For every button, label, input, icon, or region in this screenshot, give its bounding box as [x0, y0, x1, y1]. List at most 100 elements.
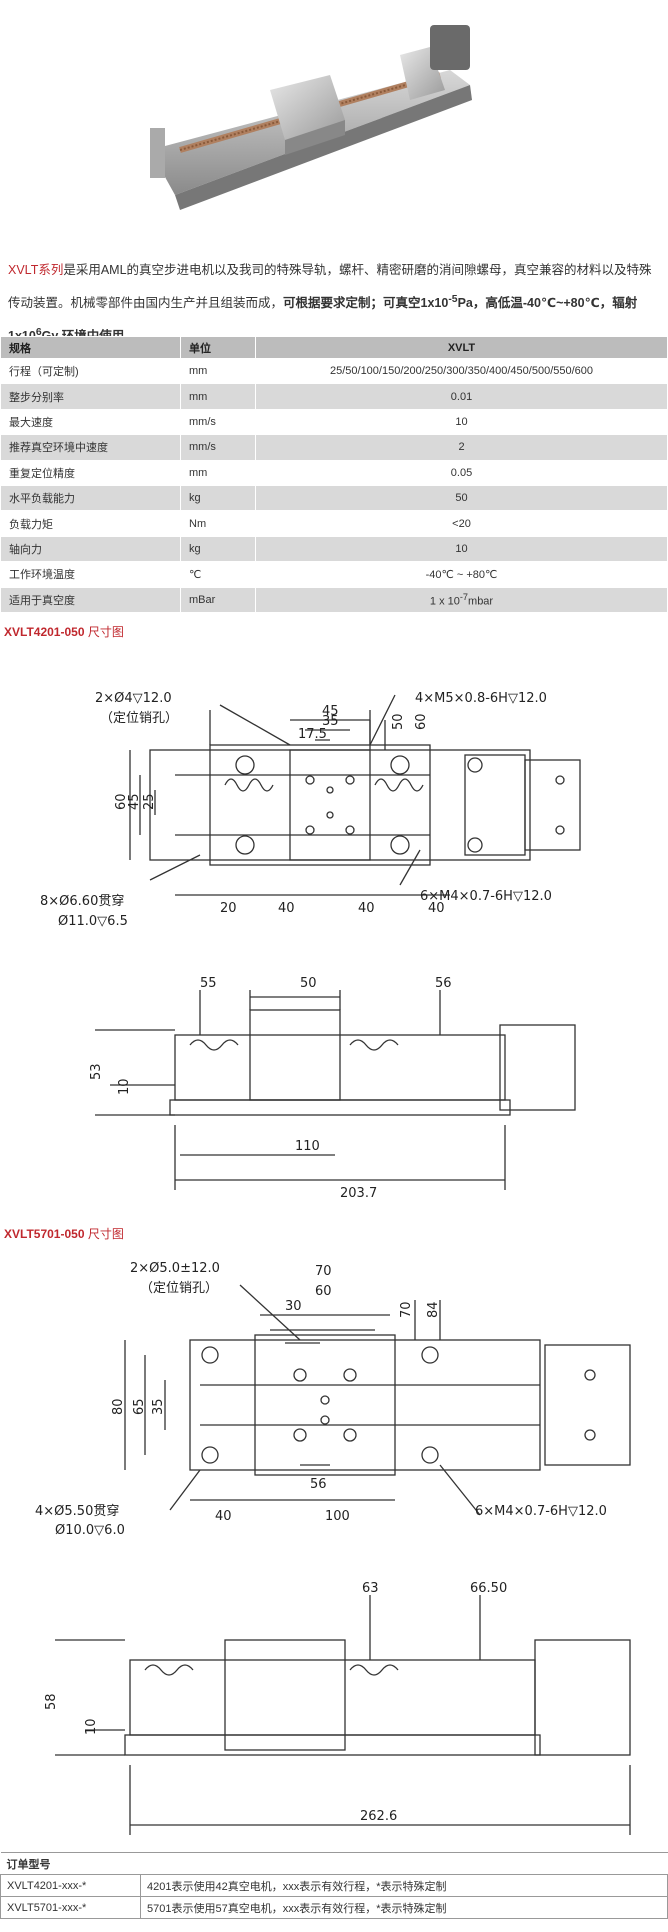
dim-30: 30	[285, 1299, 302, 1314]
dim-70: 70	[315, 1264, 332, 1279]
section-suffix: 尺寸图	[84, 1227, 124, 1241]
spec-label: 行程（可定制)	[0, 357, 181, 385]
order-title: 订单型号	[0, 1852, 668, 1875]
spec-header-cell: 单位	[180, 336, 256, 359]
custom-note: 可根据要求定制；可真空1x10	[283, 296, 449, 311]
spec-label: 轴向力	[0, 535, 181, 563]
dim-40-b: 40	[358, 901, 375, 916]
drawing-5701-top: 2×Ø5.0±12.0 （定位销孔） 70 60 30 70 84 80 65 …	[35, 1261, 631, 1538]
dim-56: 56	[435, 976, 452, 991]
pin-note-2: （定位销孔）	[140, 1281, 218, 1296]
spec-value: 10	[255, 408, 668, 436]
dim-63: 63	[362, 1581, 379, 1596]
height-25: 25	[142, 793, 157, 810]
spec-label: 适用于真空度	[0, 586, 181, 613]
spec-header-cell: XVLT	[255, 336, 668, 359]
vacuum-exponent: -7	[459, 591, 469, 602]
dim-262-6: 262.6	[360, 1809, 397, 1824]
spec-unit: mBar	[180, 586, 256, 613]
dim-203-7: 203.7	[340, 1186, 377, 1200]
dim-50: 50	[300, 976, 317, 991]
spec-unit: Nm	[180, 510, 256, 537]
dim-56: 56	[310, 1477, 327, 1492]
drawing-4201-side: 55 50 56 53 10 110 203.7	[89, 976, 576, 1200]
height-10: 10	[117, 1078, 132, 1095]
spec-label: 重复定位精度	[0, 459, 181, 486]
thru-note: 4×Ø5.50贯穿	[35, 1503, 119, 1519]
spec-label: 水平负载能力	[0, 484, 181, 512]
height-58: 58	[44, 1693, 59, 1710]
spec-unit: mm	[180, 383, 256, 410]
spec-unit: mm	[180, 459, 256, 486]
spec-value: 0.05	[255, 459, 668, 486]
spec-value: 50	[255, 484, 668, 512]
thru-note-2: Ø11.0▽6.5	[58, 914, 128, 929]
height-80: 80	[111, 1398, 126, 1415]
spec-value: 25/50/100/150/200/250/300/350/400/450/50…	[255, 357, 668, 385]
vdim-70: 70	[399, 1301, 414, 1318]
pin-note: 2×Ø4▽12.0	[95, 691, 172, 706]
height-65: 65	[132, 1398, 147, 1415]
series-name: XVLT系列	[8, 263, 64, 277]
section-suffix: 尺寸图	[84, 625, 124, 639]
spec-value: 0.01	[255, 383, 668, 410]
model-name: XVLT4201-050	[4, 625, 85, 639]
spec-unit: kg	[180, 484, 256, 512]
dim-60: 60	[315, 1284, 332, 1299]
vacuum-unit: mbar	[468, 595, 494, 608]
dim-20: 20	[220, 901, 237, 916]
height-35: 35	[151, 1398, 166, 1415]
dim-60: 60	[414, 713, 429, 730]
thru-note-2: Ø10.0▽6.0	[55, 1523, 125, 1538]
thru-note: 8×Ø6.60贯穿	[40, 893, 124, 909]
order-row: XVLT4201-xxx-* 4201表示使用42真空电机，xxx表示有效行程，…	[0, 1874, 668, 1897]
order-description: 4201表示使用42真空电机，xxx表示有效行程，*表示特殊定制	[140, 1874, 668, 1897]
spec-label: 工作环境温度	[0, 561, 181, 588]
drawing-4201-top: 2×Ø4▽12.0 （定位销孔） 4×M5×0.8-6H▽12.0 45 35 …	[40, 691, 581, 929]
dim-17-5: 17.5	[298, 727, 327, 742]
hole-note: 4×M5×0.8-6H▽12.0	[415, 691, 547, 706]
spec-unit: kg	[180, 535, 256, 563]
dim-50: 50	[391, 713, 406, 730]
dim-110: 110	[295, 1139, 320, 1154]
order-row: XVLT5701-xxx-* 5701表示使用57真空电机，xxx表示有效行程，…	[0, 1896, 668, 1919]
spec-unit: mm/s	[180, 434, 256, 461]
spec-value: 2	[255, 434, 668, 461]
dim-66-50: 66.50	[470, 1581, 507, 1596]
dim-35: 35	[322, 714, 339, 729]
vdim-84: 84	[426, 1301, 441, 1318]
section-title-4201: XVLT4201-050 尺寸图	[4, 623, 124, 640]
order-model: XVLT4201-xxx-*	[0, 1874, 141, 1897]
spec-header-cell: 规格	[0, 336, 181, 359]
height-60: 60	[114, 793, 129, 810]
height-10: 10	[84, 1718, 99, 1735]
vacuum-exp: -5	[448, 294, 458, 305]
pin-note: 2×Ø5.0±12.0	[130, 1261, 220, 1276]
spec-unit: ℃	[180, 561, 256, 588]
spec-value: -40℃ ~ +80℃	[255, 561, 668, 588]
dim-45: 45	[322, 704, 339, 719]
pin-note-2: （定位销孔）	[100, 711, 178, 726]
spec-label: 最大速度	[0, 408, 181, 436]
dim-40: 40	[215, 1509, 232, 1524]
vacuum-base: 1 x 10	[429, 595, 460, 608]
spec-row: 工作环境温度℃-40℃ ~ +80℃	[0, 561, 668, 588]
dim-40-a: 40	[278, 901, 295, 916]
dim-55: 55	[200, 976, 217, 991]
spec-unit: mm	[180, 357, 256, 385]
product-description: XVLT系列是采用AML的真空步进电机以及我司的特殊导轨，螺杆、精密研磨的消间隙…	[8, 256, 660, 351]
m4-note: 6×M4×0.7-6H▽12.0	[420, 889, 552, 904]
spec-label: 整步分别率	[0, 383, 181, 410]
height-53: 53	[89, 1063, 104, 1080]
spec-value: 10	[255, 535, 668, 563]
dim-100: 100	[325, 1509, 350, 1524]
